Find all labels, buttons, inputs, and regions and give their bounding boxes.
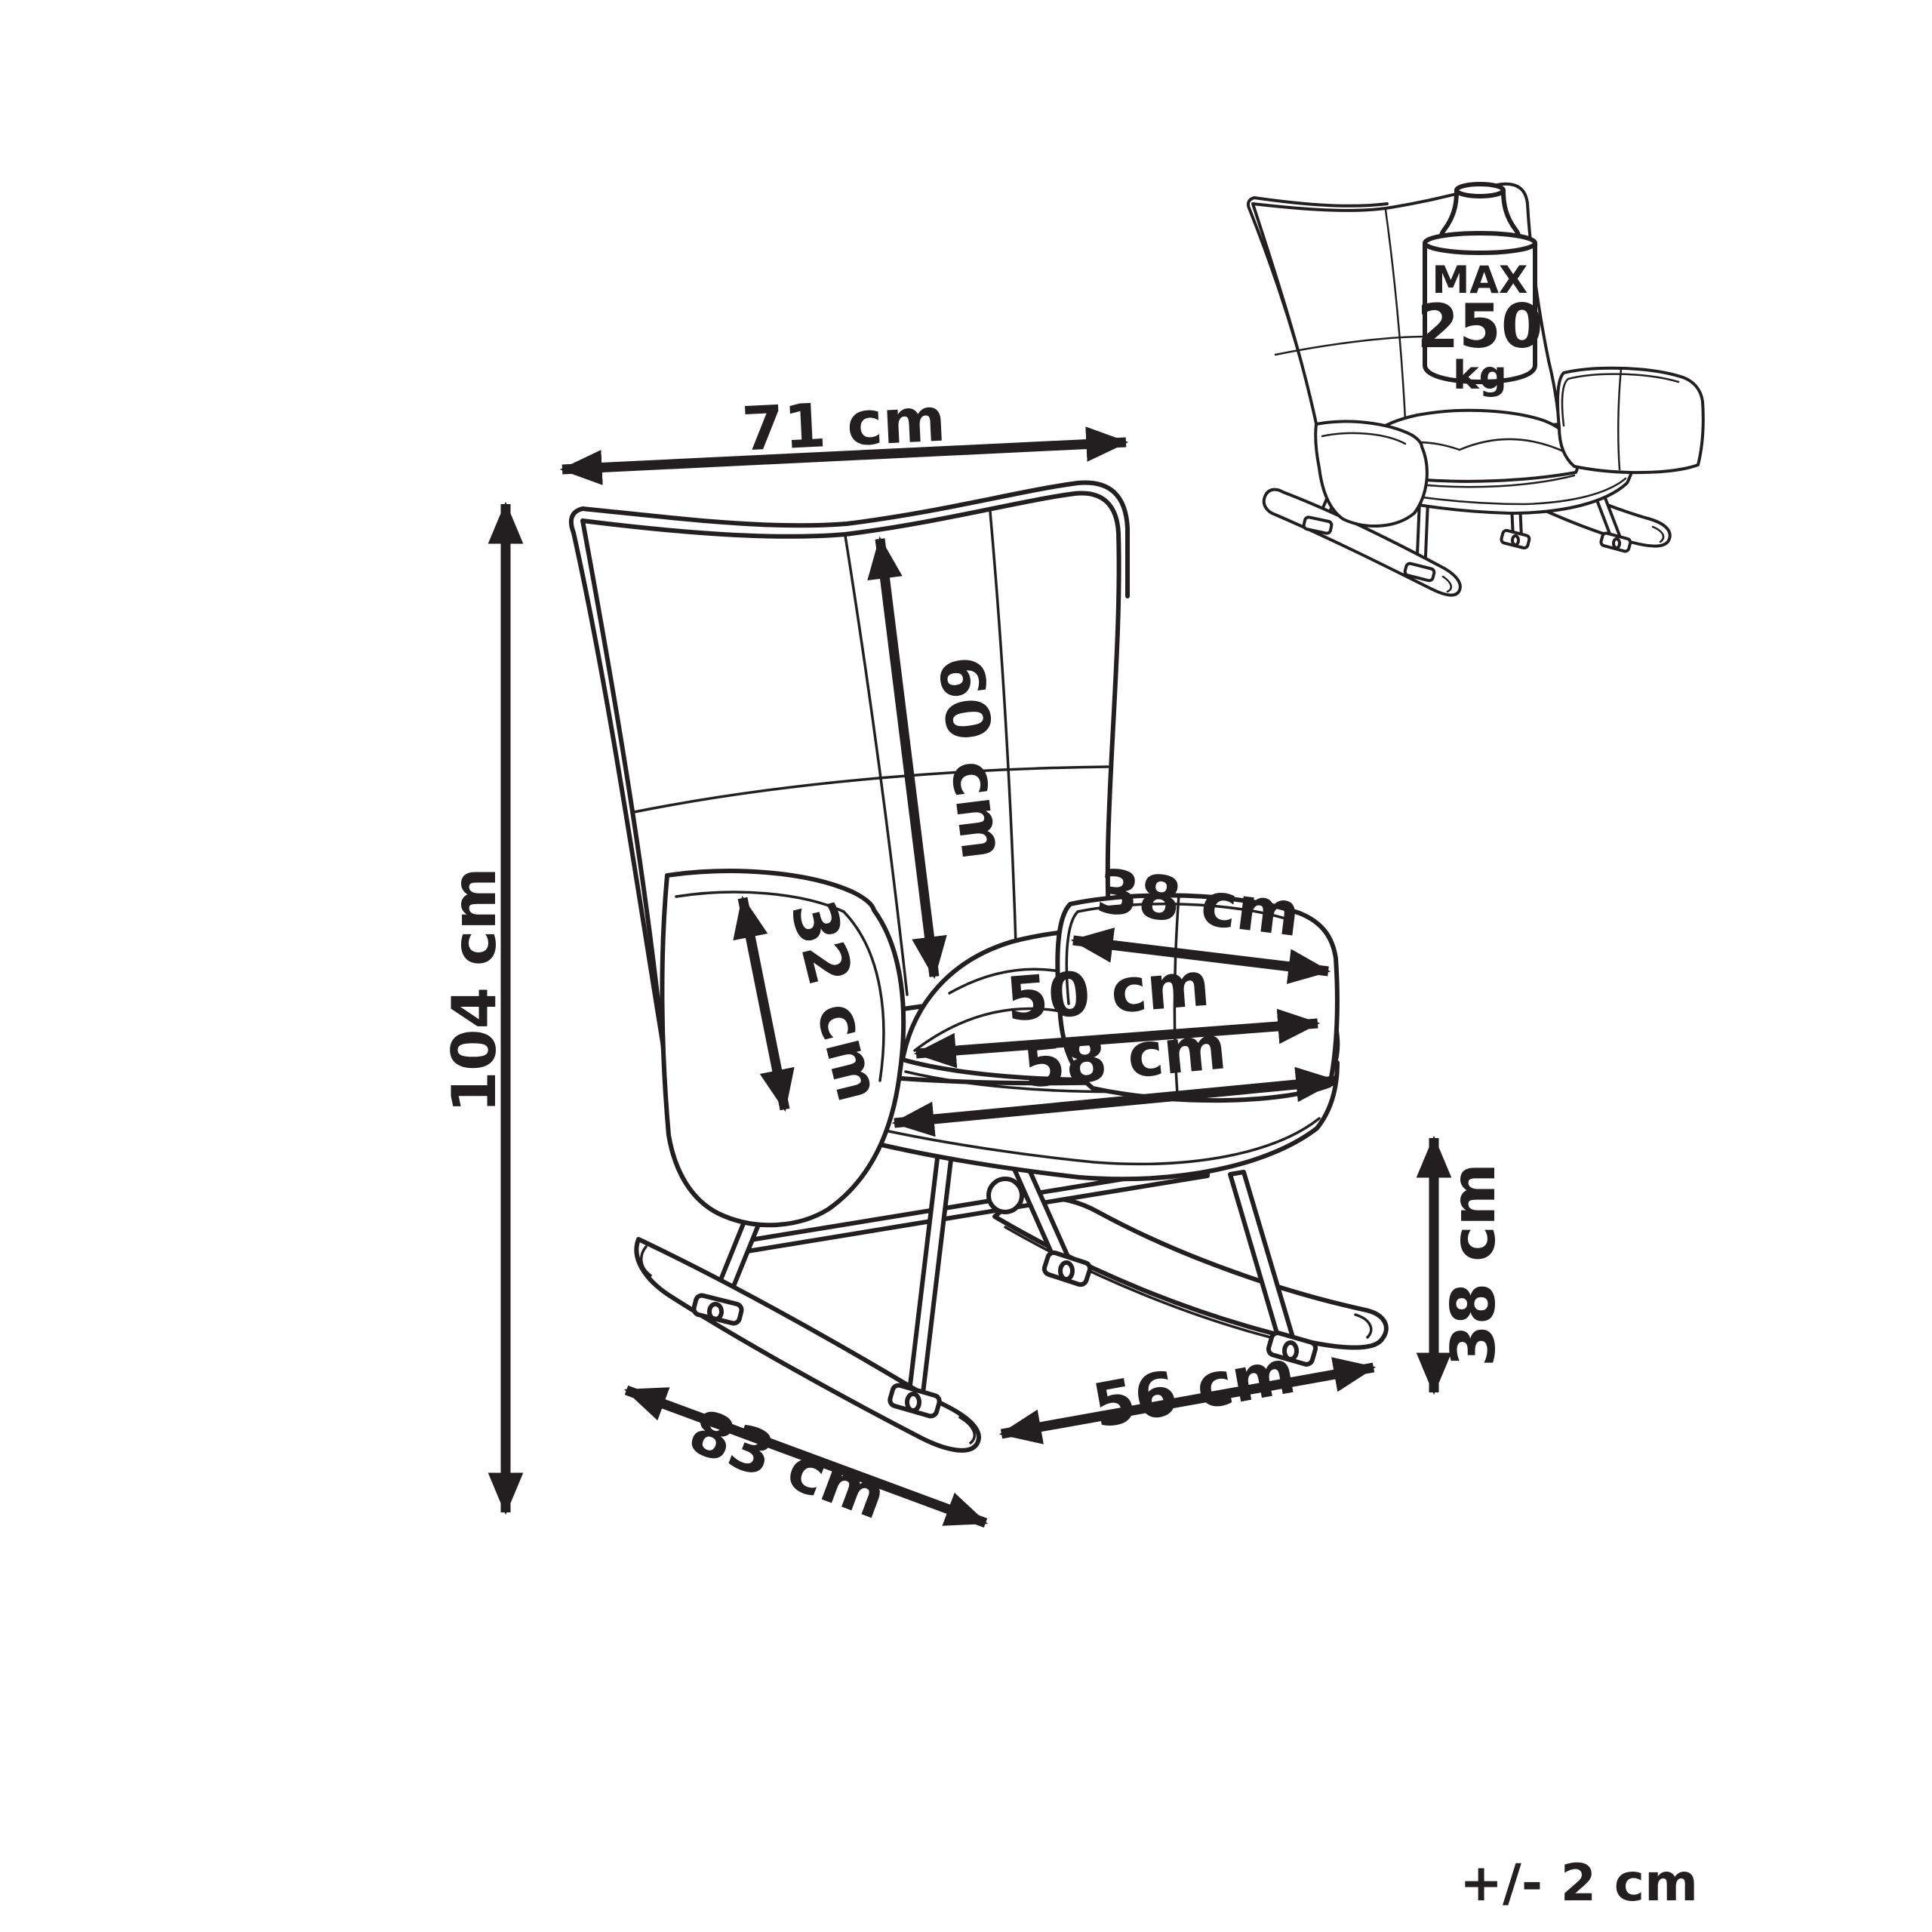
weight-unit-label: kg — [1453, 353, 1507, 398]
weight-max-label: MAX — [1432, 258, 1527, 302]
stretcher-joint — [986, 1177, 1024, 1214]
label-total-height: 104 cm — [439, 867, 509, 1113]
right-rocker-tip-seam — [1354, 1313, 1373, 1339]
label-base-length: 83 cm — [680, 1396, 895, 1534]
mini-right-rocker-tip-seam — [1651, 525, 1665, 543]
arrow-seat-width-inner — [913, 1008, 1321, 1069]
dimension-top-width: 71 cm — [559, 384, 1129, 485]
weight-body — [1423, 241, 1537, 384]
right-rocker — [992, 1195, 1389, 1350]
weight-value-label: 250 — [1417, 291, 1543, 361]
mini-left-armrest-seam — [1321, 432, 1407, 445]
dimension-seat-width-inner: 50 cm — [913, 949, 1321, 1069]
weight-body-top — [1423, 231, 1537, 255]
dimension-annotations: 71 cm 104 cm 60 cm 32 cm 38 cm 50 cm 58 … — [439, 384, 1509, 1533]
dimension-rocker-height: 38 cm — [1416, 1135, 1509, 1395]
backrest-seam-right — [989, 510, 1019, 995]
mini-right-armrest-seam — [1561, 373, 1680, 427]
front-left-foot — [691, 1293, 744, 1326]
arrow-armrest-depth — [1070, 928, 1331, 984]
label-rocker-height: 38 cm — [1438, 1163, 1509, 1367]
label-rocker-rear-length: 56 cm — [1088, 1337, 1300, 1442]
right-armrest-seam — [1065, 903, 1294, 1005]
mini-left-rocker-tip-seam — [1441, 575, 1453, 593]
dimension-total-height: 104 cm — [439, 501, 524, 1515]
arrow-base-length — [623, 1385, 989, 1528]
tolerance-note: +/- 2 cm — [1460, 1854, 1698, 1913]
rear-left-leg — [906, 1143, 955, 1401]
arrow-backrest-height — [867, 536, 947, 980]
front-right-foot — [1041, 1250, 1093, 1287]
mini-cushion-arc-2 — [1458, 438, 1568, 454]
arrow-top-width — [559, 426, 1129, 485]
mini-right-armrest — [1556, 366, 1705, 475]
dimension-rocker-rear-length: 56 cm — [998, 1337, 1377, 1444]
label-top-width: 71 cm — [740, 384, 947, 464]
arrow-rocker-rear-length — [998, 1357, 1377, 1444]
mini-backrest-seam-left — [1384, 208, 1407, 421]
mini-feet — [1302, 515, 1632, 583]
left-armrest-seam — [675, 891, 885, 1082]
max-weight-icon: MAX 250 kg — [1417, 182, 1543, 398]
weight-knob-cap — [1454, 182, 1506, 198]
label-seat-width-inner: 50 cm — [1004, 949, 1212, 1035]
arrow-armrest-height — [733, 895, 795, 1112]
left-rocker-nose-seam — [640, 1245, 652, 1277]
arrow-seat-width-outer — [891, 1066, 1339, 1137]
mini-right-armrest-vseam — [1617, 368, 1623, 471]
right-rocker-top-seam — [1004, 1226, 1291, 1343]
mini-backrest-seam-horizontal — [1274, 335, 1426, 356]
mini-chair-drawing — [1247, 182, 1705, 597]
mini-left-armrest — [1314, 420, 1429, 528]
